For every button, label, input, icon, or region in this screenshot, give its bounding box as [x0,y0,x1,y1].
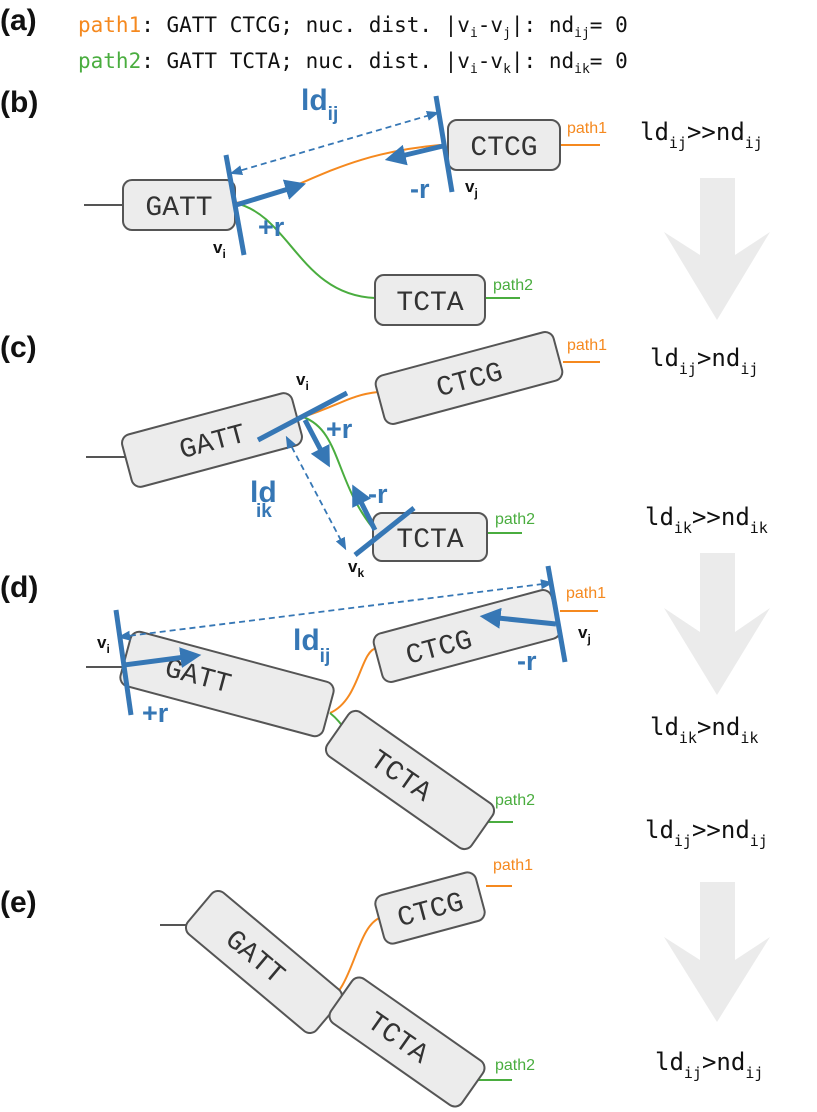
node-gatt-e [184,890,344,1034]
node-ctcg-label: CTCG [470,133,537,164]
panel-label-b: (b) [0,86,38,119]
header-line-path2: path2: GATT TCTA; nuc. dist. |vi-vk|: nd… [78,49,628,77]
inequality-1: ldij>>ndij [640,118,763,152]
panel-e-graph: GATT CTCG TCTA path1 path2 [160,857,535,1108]
node-ctcg [447,119,561,171]
svg-text:ldik>ndik: ldik>ndik [650,713,758,747]
inequality-4: ldik>ndik [650,713,758,747]
svg-text:ldik>>ndik: ldik>>ndik [645,503,768,537]
vj-label: vj [465,177,478,200]
svg-text:+r: +r [326,414,353,444]
svg-text:path2: path2 [495,511,535,528]
node-tcta-e [328,976,486,1108]
svg-text:ldij>>ndij: ldij>>ndij [645,816,768,850]
arrow-plus-r [235,179,307,208]
header-line-path1: path1: GATT CTCG; nuc. dist. |vi-vj|: nd… [78,13,628,41]
svg-text:path1: path1 [493,857,533,874]
svg-text:TCTA: TCTA [396,525,463,556]
header-path2-label: path2 [78,49,141,73]
inequality-2: ldij>ndij [650,344,758,378]
svg-text:+r: +r [142,698,169,728]
path2-label: path2 [493,277,533,294]
handle-vi [223,154,247,256]
down-arrow-1 [664,178,770,320]
svg-text:path2: path2 [495,1057,535,1074]
path1-label: path1 [567,120,607,137]
inequality-3: ldik>>ndik [645,503,768,537]
node-tcta [374,274,486,326]
svg-text:-r: -r [517,646,537,676]
svg-text:path1: path1 [566,585,606,602]
svg-text:ldij>>ndij: ldij>>ndij [640,118,763,152]
ld-ij-label: ldij [301,84,338,125]
inequality-5: ldij>>ndij [645,816,768,850]
down-arrow-2 [664,553,770,695]
svg-text:path2: path2 [495,792,535,809]
inequality-6: ldij>ndij [655,1048,763,1082]
svg-text:ldij: ldij [293,624,330,667]
node-tcta-d [324,709,496,851]
header-path1-label: path1 [78,13,141,37]
panel-label-c: (c) [0,331,37,364]
node-tcta-label: TCTA [396,288,463,319]
panel-label-d: (d) [0,571,38,604]
svg-text:vi: vi [296,370,309,393]
panel-d-graph: GATT CTCG TCTA path1 path2 ldij +r -r vi… [86,565,606,851]
svg-text:vi: vi [97,633,110,656]
node-ctcg-c [374,331,564,425]
plus-r-label: +r [258,212,285,242]
svg-text:path1: path1 [567,337,607,354]
node-tcta-c [372,512,488,562]
panel-b-graph: GATT CTCG TCTA path1 path2 ldij +r -r vi… [84,84,607,326]
svg-text:ldij>ndij: ldij>ndij [650,344,758,378]
ld-dashed-ij [229,110,440,176]
node-ctcg-e [374,871,486,945]
svg-text:vk: vk [348,557,364,580]
minus-r-label: -r [410,174,430,204]
svg-text:-r: -r [368,479,388,509]
down-arrow-3 [664,882,770,1022]
svg-text:vj: vj [578,623,591,646]
svg-text:ldij>ndij: ldij>ndij [655,1048,763,1082]
vi-label: vi [213,238,226,261]
node-gatt-label: GATT [145,193,212,224]
panel-label-a: (a) [0,4,37,37]
panel-label-e: (e) [0,886,37,919]
